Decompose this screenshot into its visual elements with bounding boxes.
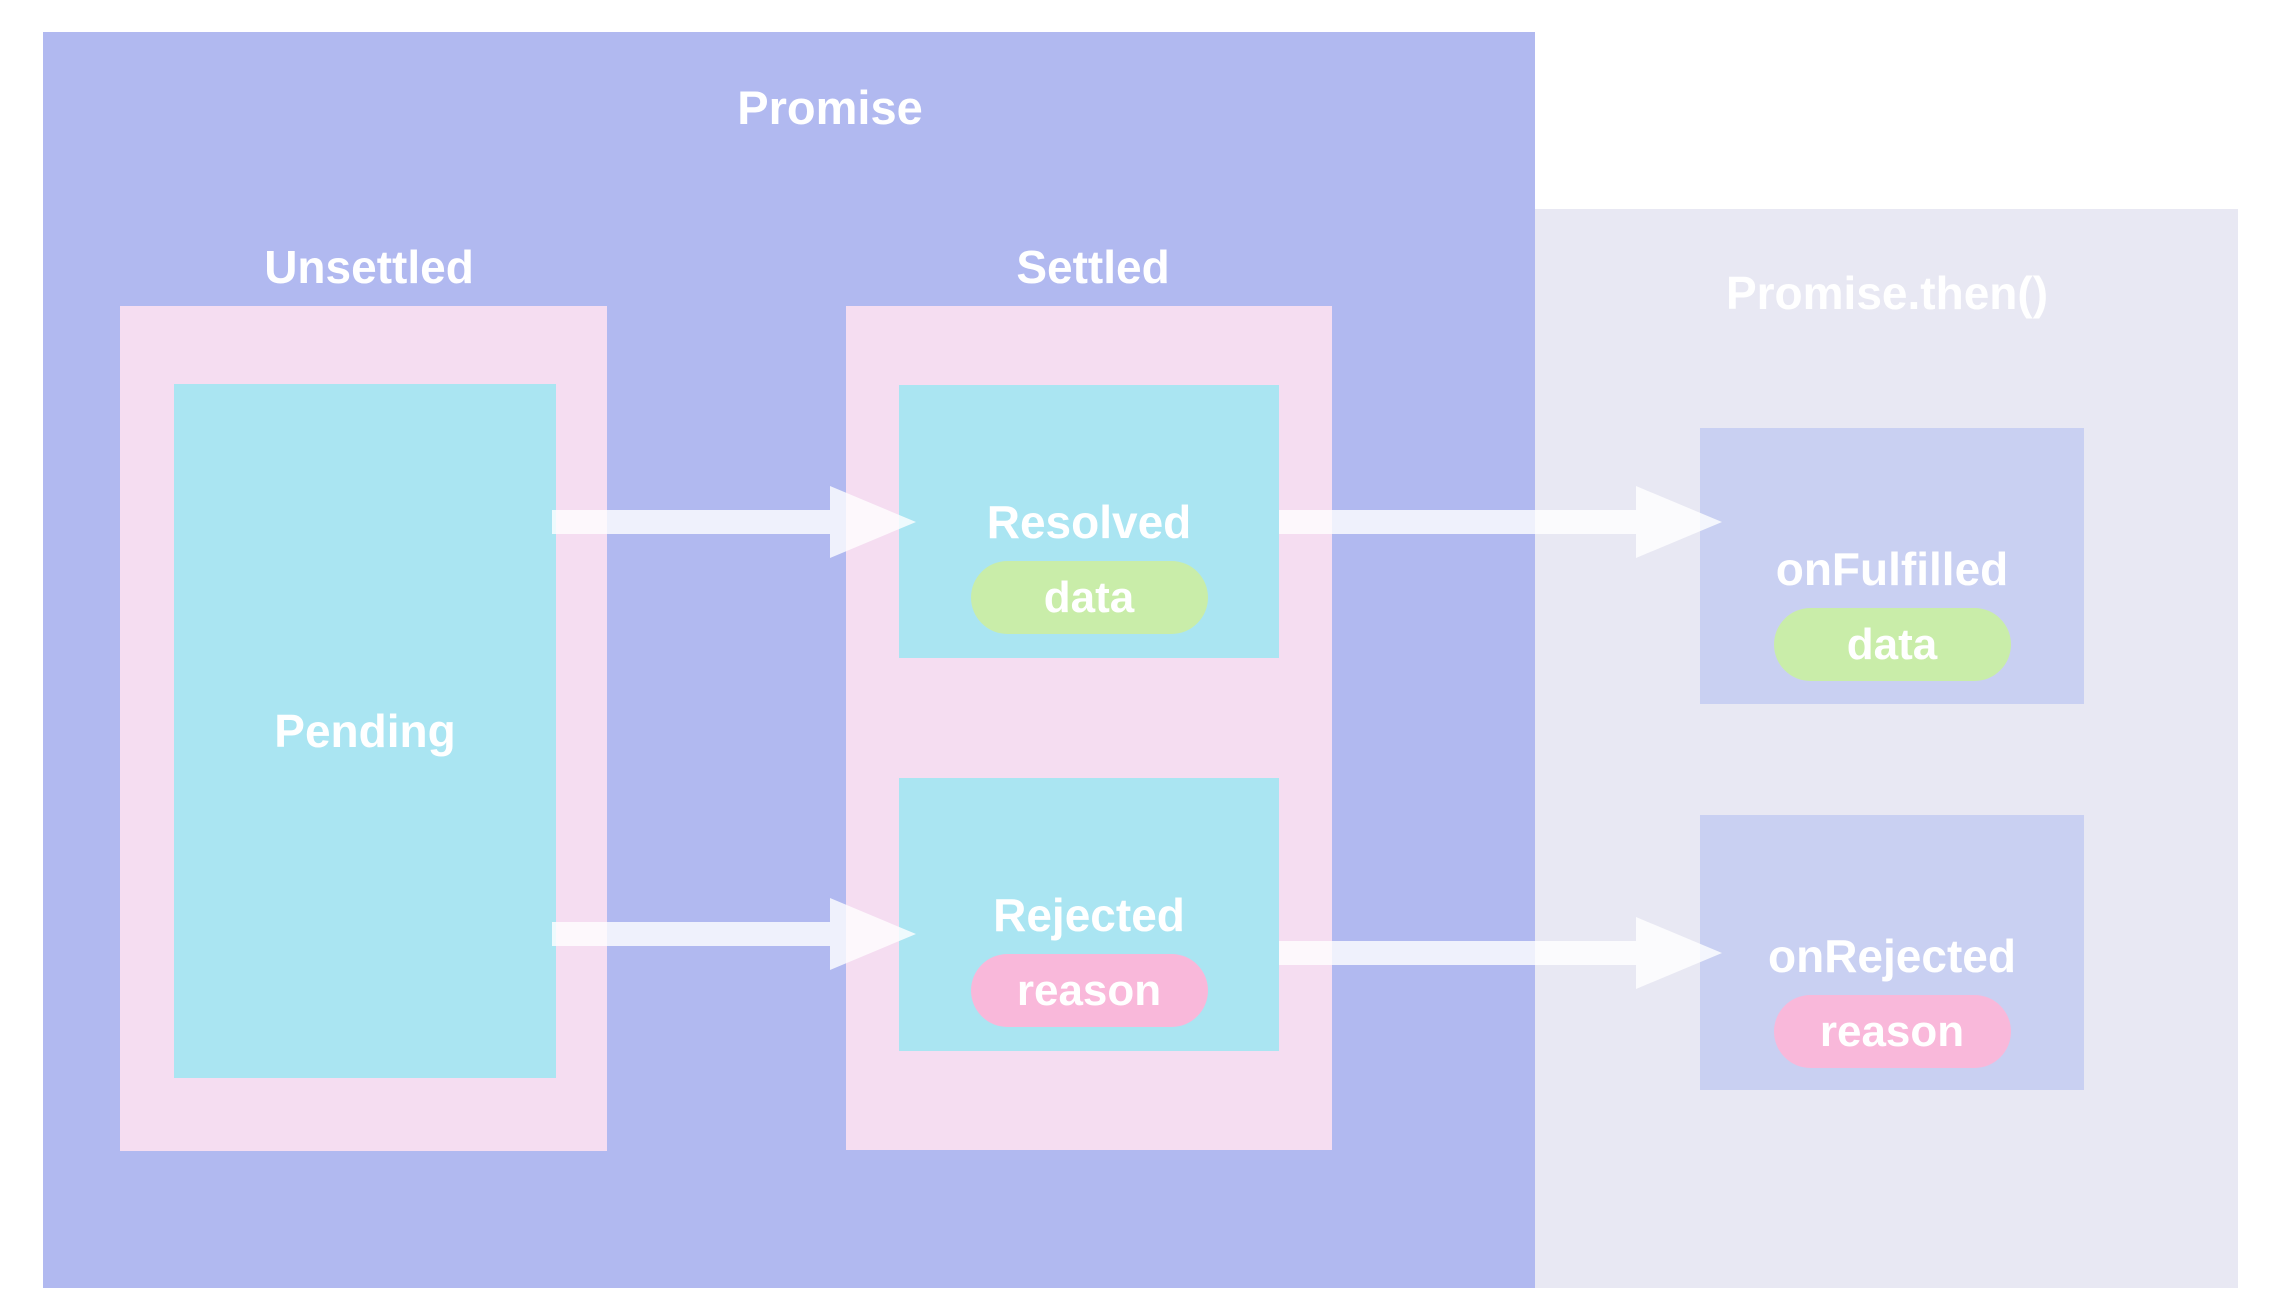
- rejected-label: Rejected: [993, 889, 1185, 941]
- arrow-head: [1636, 486, 1722, 558]
- arrow-shaft: [552, 510, 830, 534]
- arrow-shaft: [1279, 510, 1636, 534]
- arrow-shaft: [1279, 941, 1636, 965]
- onfulfilled-label: onFulfilled: [1775, 543, 2009, 595]
- onfulfilled-data-pill: data: [1773, 608, 2011, 681]
- promise-then-title: Promise.then(): [1725, 267, 2049, 319]
- pending-label: Pending: [274, 705, 456, 757]
- arrow-shaft: [552, 922, 830, 946]
- onfulfilled-handler-box: onFulfilled data: [1700, 428, 2084, 704]
- unsettled-label: Unsettled: [264, 241, 474, 293]
- arrow-head: [1636, 917, 1722, 989]
- resolved-label: Resolved: [986, 496, 1192, 548]
- pending-state-box: Pending: [174, 384, 556, 1078]
- onrejected-label: onRejected: [1768, 930, 2016, 982]
- onrejected-reason-pill: reason: [1773, 995, 2011, 1068]
- resolved-data-pill: data: [970, 561, 1208, 634]
- onrejected-handler-box: onRejected reason: [1700, 815, 2084, 1090]
- promise-then-container: [1535, 209, 2238, 1288]
- arrow-head: [830, 486, 916, 558]
- arrow-head: [830, 898, 916, 970]
- resolved-state-box: Resolved data: [899, 385, 1279, 658]
- promise-title: Promise: [737, 81, 923, 134]
- rejected-state-box: Rejected reason: [899, 778, 1279, 1051]
- settled-label: Settled: [1016, 241, 1170, 293]
- rejected-reason-pill: reason: [970, 954, 1208, 1027]
